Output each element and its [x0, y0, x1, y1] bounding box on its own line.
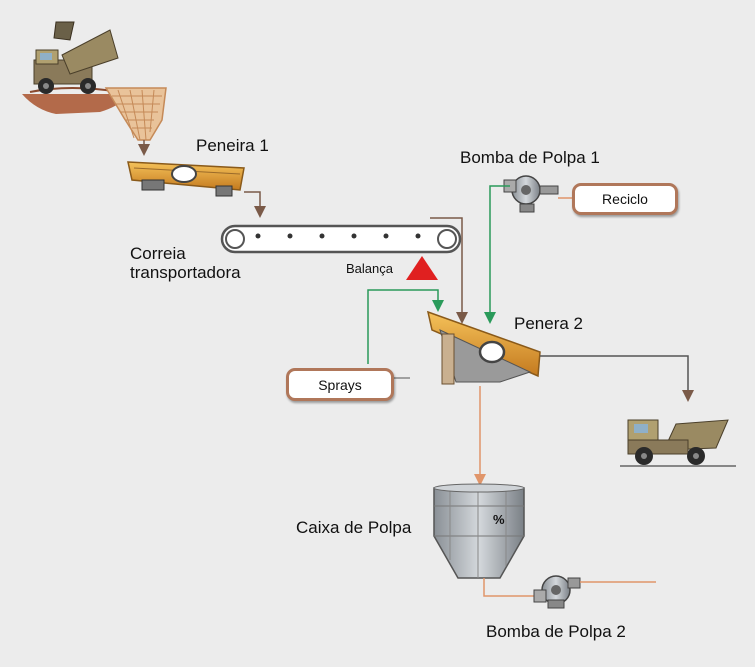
scale-icon	[406, 256, 438, 280]
pump-2-label: Bomba de Polpa 2	[486, 622, 626, 641]
conveyor-label-line1: Correia	[130, 244, 186, 263]
hopper-icon	[104, 87, 167, 156]
pump-box-icon	[433, 483, 525, 579]
pump-1-label: Bomba de Polpa 1	[460, 148, 600, 167]
conveyor-label-line2: transportadora	[130, 263, 241, 282]
conveyor-belt-icon	[220, 217, 468, 324]
screen-1-label: Peneira 1	[196, 136, 269, 155]
slurry-pump-icon	[503, 175, 559, 213]
vibrating-screen-icon	[426, 310, 541, 385]
level-percent-label: %	[493, 512, 505, 527]
sprays-box[interactable]: Sprays	[286, 368, 394, 401]
vibrating-screen-icon	[127, 161, 266, 218]
reciclo-box[interactable]: Reciclo	[572, 183, 678, 215]
scale-label: Balança	[346, 261, 393, 276]
slurry-pump-icon	[533, 575, 581, 609]
dump-truck-icon	[22, 21, 130, 114]
screen-2-label: Penera 2	[514, 314, 583, 333]
haul-truck-icon	[620, 419, 736, 467]
pump-box-label: Caixa de Polpa	[296, 518, 412, 537]
